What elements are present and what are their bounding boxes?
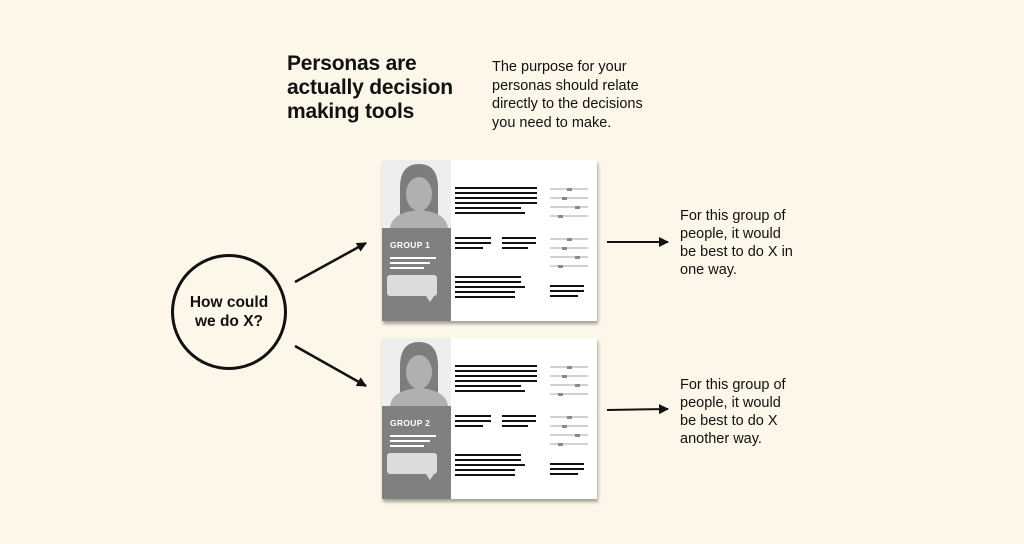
outcome-line: people, it would: [680, 226, 781, 242]
title-line: actually decision: [287, 76, 453, 99]
page-title: Personas are actually decision making to…: [287, 52, 487, 124]
description-line: you need to make.: [492, 114, 612, 131]
avatar-icon: [390, 164, 448, 228]
question-line: How could: [189, 294, 269, 311]
arrow-to-outcome-2: [606, 404, 669, 415]
outcome-line: another way.: [680, 431, 762, 447]
speech-bubble-icon: [387, 275, 437, 296]
outcome-text-group-2: For this group of people, it would be be…: [680, 376, 830, 448]
outcome-line: be best to do X in: [680, 244, 793, 260]
outcome-line: For this group of: [680, 208, 786, 224]
persona-avatar: [382, 338, 451, 406]
outcome-line: people, it would: [680, 395, 781, 411]
outcome-line: For this group of: [680, 377, 786, 393]
persona-avatar: [382, 160, 451, 228]
arrow-to-group-2: [294, 344, 367, 388]
description-line: personas should relate: [492, 77, 639, 94]
speech-bubble-icon: [387, 453, 437, 474]
page-description: The purpose for your personas should rel…: [492, 58, 692, 132]
outcome-line: be best to do X: [680, 413, 778, 429]
title-line: Personas are: [287, 52, 417, 75]
outcome-text-group-1: For this group of people, it would be be…: [680, 207, 830, 279]
group-label: GROUP 2: [390, 418, 431, 428]
group-label: GROUP 1: [390, 240, 431, 250]
arrow-to-group-1: [294, 241, 367, 284]
description-line: directly to the decisions: [492, 96, 643, 112]
question-line: we do X?: [194, 313, 264, 330]
persona-card-group-2: GROUP 2: [382, 338, 597, 499]
outcome-line: one way.: [680, 262, 737, 278]
question-circle: How could we do X?: [171, 254, 287, 370]
avatar-icon: [390, 342, 448, 406]
description-line: The purpose for your: [492, 59, 627, 75]
persona-card-group-1: GROUP 1: [382, 160, 597, 321]
title-line: making tools: [287, 100, 415, 123]
